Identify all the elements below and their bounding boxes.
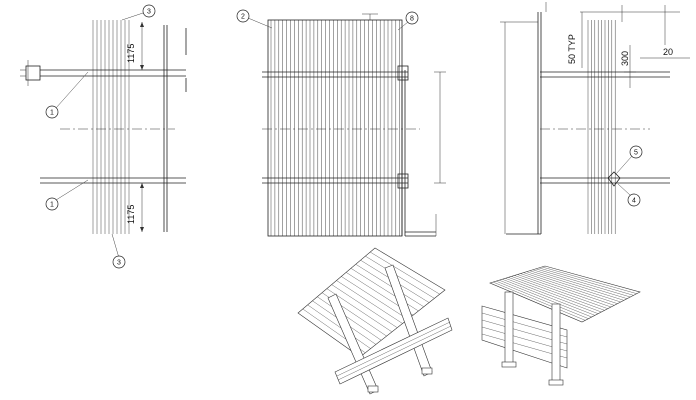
roof-slat xyxy=(505,278,599,314)
svg-text:1: 1 xyxy=(50,202,54,209)
bench-rail-line xyxy=(336,321,451,377)
dim-label-20: 20 xyxy=(663,47,673,57)
dim-arrow xyxy=(140,22,144,27)
roof-slat xyxy=(517,274,612,308)
foot-plate xyxy=(421,367,433,375)
leader-line xyxy=(121,12,144,21)
dim-label-300: 300 xyxy=(620,51,630,66)
slat-lines xyxy=(92,20,130,234)
slat-lines xyxy=(587,20,616,234)
roof-slat xyxy=(341,276,408,320)
bench-rail-line xyxy=(337,325,452,381)
foot-plate xyxy=(367,385,379,393)
dim-label-1175-top: 1175 xyxy=(126,44,136,63)
dim-label-1175-bottom: 1175 xyxy=(126,205,136,224)
side-elevation-view: 1175 1175 1 1 3 3 xyxy=(20,4,187,269)
roof-slat xyxy=(307,304,371,349)
isometric-view-flat xyxy=(481,265,641,386)
clamp xyxy=(397,65,409,81)
balloon-2: 2 xyxy=(236,9,250,23)
roof-slats xyxy=(492,266,637,321)
roof-slats xyxy=(302,251,440,353)
roof-slat xyxy=(541,266,637,294)
svg-text:8: 8 xyxy=(410,16,414,23)
back-bench xyxy=(481,305,568,369)
roof-slat xyxy=(514,275,608,309)
post xyxy=(551,303,561,383)
leader-line xyxy=(111,233,120,259)
balloon-5: 5 xyxy=(629,145,643,159)
roof-slat xyxy=(520,273,615,306)
roof-slat xyxy=(365,255,435,299)
leader-line xyxy=(617,183,631,196)
roof-slat xyxy=(502,279,595,316)
balloon-8: 8 xyxy=(405,11,419,25)
isometric-view-tilted xyxy=(297,247,453,395)
roof-panel-outline xyxy=(267,19,403,237)
leader-line xyxy=(55,71,89,109)
dim-label-50-typ: 50 TYP xyxy=(567,34,577,64)
balloon-4: 4 xyxy=(627,193,641,207)
roof-slat xyxy=(532,269,628,299)
slat-lines xyxy=(270,20,400,236)
clamp xyxy=(397,173,409,189)
roof-slat xyxy=(526,271,621,303)
foot-plate xyxy=(548,379,564,386)
leader-line xyxy=(55,179,89,201)
svg-text:3: 3 xyxy=(117,260,121,267)
roof-slat xyxy=(508,277,602,313)
leader-line xyxy=(397,21,409,31)
roof-slat xyxy=(511,276,605,311)
svg-text:2: 2 xyxy=(241,14,245,21)
dim-arrow xyxy=(140,65,144,70)
post xyxy=(504,291,514,365)
roof-slat xyxy=(496,280,589,319)
foot-plate xyxy=(501,361,517,368)
svg-text:4: 4 xyxy=(632,198,636,205)
rail-end-cap xyxy=(25,65,41,81)
roof-slat xyxy=(317,296,382,341)
leader-line xyxy=(615,155,633,175)
svg-text:3: 3 xyxy=(147,9,151,16)
front-elevation-view: 2 8 xyxy=(236,9,446,237)
clamp-detail xyxy=(607,171,621,187)
roof-slat xyxy=(538,267,634,296)
roof-slat xyxy=(326,288,392,333)
roof-slat xyxy=(355,264,424,307)
roof-slat xyxy=(331,284,398,328)
dim-arrow xyxy=(140,183,144,188)
roof-slat xyxy=(499,279,592,318)
roof-slat xyxy=(529,270,624,301)
roof-slat xyxy=(336,280,403,324)
svg-text:1: 1 xyxy=(50,110,54,117)
svg-text:5: 5 xyxy=(634,150,638,157)
roof-slat xyxy=(370,251,440,295)
roof-slat xyxy=(523,272,618,304)
leader-line xyxy=(247,17,273,29)
balloon-1-upper: 1 xyxy=(45,105,59,119)
balloon-3-top: 3 xyxy=(142,4,156,18)
roof-slat xyxy=(535,268,631,298)
balloon-1-lower: 1 xyxy=(45,197,59,211)
roof-slat xyxy=(492,281,586,321)
dim-arrow xyxy=(140,227,144,232)
balloon-3-bottom: 3 xyxy=(112,255,126,269)
end-elevation-view: 50 TYP 300 20 5 4 xyxy=(500,2,690,235)
